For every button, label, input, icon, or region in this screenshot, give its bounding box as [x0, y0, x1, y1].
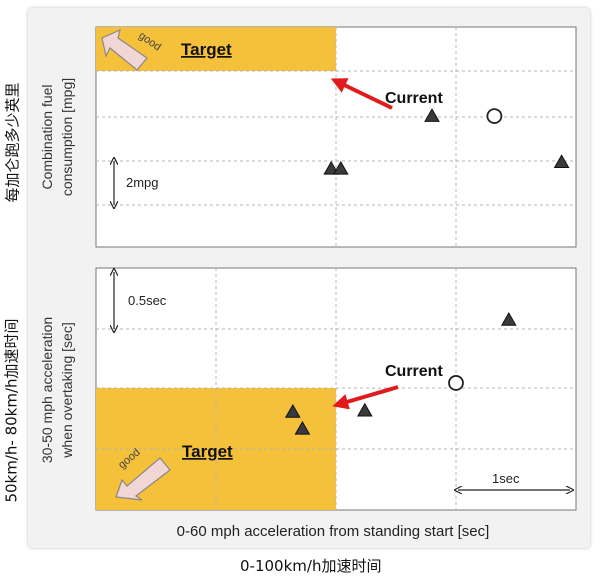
bottom-horizontal-label: 0-100km/h加速时间 [240, 557, 382, 575]
panel-1-ylabel-line-1: Combination fuel [39, 84, 55, 189]
panel-1-triangle-point-3 [553, 154, 570, 169]
panel-2-current-label: Current [385, 363, 443, 380]
panel-1-ylabel-line-2: consumption [mpg] [59, 78, 75, 196]
panel-2-triangle-point-3 [500, 312, 517, 326]
panel-1-grid [96, 27, 576, 247]
panel-2-current-point [448, 375, 464, 391]
panel-2-marks [284, 312, 517, 435]
panel-2-triangle-point-1 [294, 420, 311, 435]
panel-2-triangle-point-2 [356, 402, 373, 417]
panel-fuel-consumption: Combination fuel consumption [mpg] good … [39, 26, 577, 248]
panel-2-ylabel-line-2: when overtaking [sec] [59, 322, 75, 458]
panel-acceleration: 30-50 mph acceleration when overtaking [… [39, 267, 577, 540]
panel-1-triangle-point-2 [424, 108, 440, 122]
panel-1-triangle-point-0 [323, 160, 340, 175]
panel-1-scale-annotation: 2mpg [126, 175, 159, 190]
panel-2-current-arrow [332, 385, 399, 410]
panel-2-x-scale-annotation: 1sec [492, 471, 520, 486]
panel-1-target-label: Target [181, 40, 232, 59]
panel-2-scale-annotation: 0.5sec [128, 293, 167, 308]
panel-2-good-arrow: good [115, 446, 171, 501]
panel-2-triangle-point-0 [284, 403, 301, 418]
panel-1-current-label: Current [385, 90, 443, 107]
panel-2-xlabel: 0-60 mph acceleration from standing star… [177, 523, 490, 540]
panel-2-ylabel-line-1: 30-50 mph acceleration [39, 317, 55, 463]
panel-2-target-label: Target [182, 442, 233, 461]
panel-1-triangle-point-1 [332, 160, 349, 175]
panel-1-current-point [486, 108, 503, 124]
panel-1-marks [323, 108, 570, 175]
panel-1-current-arrow [330, 78, 393, 110]
